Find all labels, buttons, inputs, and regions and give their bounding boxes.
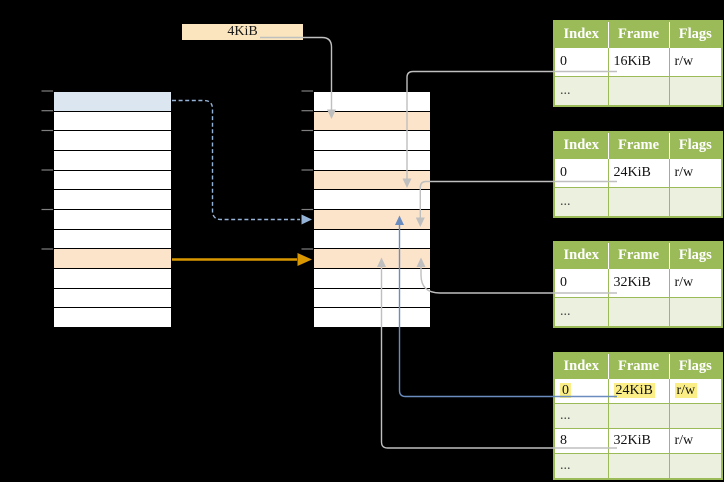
memory-row-orange [314,170,430,190]
memory-row-white [314,150,430,170]
table-cell: r/w [668,158,722,188]
memory-row-white [314,190,430,209]
column-header: Flags [668,242,722,269]
column-header: Flags [668,132,722,159]
table-cell: 32KiB [607,428,669,454]
table-cell: ... [554,297,608,327]
table-cell [668,297,722,327]
table-row: ... [554,403,722,429]
memory-row-white [54,131,171,150]
memory-row-white [54,190,171,209]
table-cell [607,453,669,479]
middle-memory-column [313,91,431,328]
memory-row-white [54,308,171,327]
memory-row-white [314,268,430,288]
memory-row-white [54,288,171,308]
memory-row-orange [314,111,430,131]
memory-row-white [54,209,171,229]
memory-row-white [54,268,171,288]
table-cell: ... [554,187,608,217]
column-header: Frame [607,242,669,269]
column-header: Frame [607,353,669,379]
table-cell: ... [554,76,608,106]
memory-row-white [54,229,171,249]
table-cell [607,187,669,217]
table-cell: 24KiB [607,378,669,404]
memory-row-blue [54,92,171,111]
table-cell: r/w [668,428,722,454]
table-row: ... [554,453,722,479]
table-row: ... [554,297,722,327]
memory-row-white [314,288,430,308]
memory-row-white [314,131,430,150]
column-header: Index [554,132,608,159]
table-cell: 16KiB [607,47,669,77]
memory-row-orange [314,209,430,229]
left-memory-column [53,91,172,328]
table-row: ... [554,187,722,217]
table-cell: 0 [554,378,608,404]
arrow-gold-lookup [172,253,312,266]
highlighted-value: 0 [560,383,571,398]
highlighted-value: r/w [674,383,698,398]
table-cell [668,76,722,106]
table-cell [668,403,722,429]
column-header: Flags [668,353,722,379]
table-cell: r/w [668,378,722,404]
highlighted-value: 24KiB [613,383,655,398]
table-cell: ... [554,403,608,429]
table-cell: r/w [668,47,722,77]
table-cell [668,453,722,479]
column-header: Index [554,21,608,48]
table-cell [668,187,722,217]
column-header: Frame [607,132,669,159]
memory-row-white [54,150,171,170]
memory-row-white [314,308,430,327]
table-row: 0 24KiB r/w [554,378,722,404]
table-row: ... [554,76,722,106]
column-header: Index [554,242,608,269]
table-cell: 0 [554,47,608,77]
table-cell: 0 [554,268,608,298]
memory-row-orange [314,249,430,268]
memory-row-white [314,229,430,249]
table-cell [607,76,669,106]
table-cell: 8 [554,428,608,454]
memory-row-white [314,92,430,111]
table-cell [607,297,669,327]
column-header: Frame [607,21,669,48]
page-size-label: 4KiB [182,24,303,40]
table-cell: 24KiB [607,158,669,188]
table-cell: 32KiB [607,268,669,298]
arrow-blue-dashed-lookup [172,99,312,225]
column-header: Index [554,353,608,379]
memory-row-orange [54,249,171,268]
table-cell: r/w [668,268,722,298]
table-cell [607,403,669,429]
column-header: Flags [668,21,722,48]
memory-row-white [54,111,171,131]
memory-row-white [54,170,171,190]
table-cell: ... [554,453,608,479]
table-cell: 0 [554,158,608,188]
